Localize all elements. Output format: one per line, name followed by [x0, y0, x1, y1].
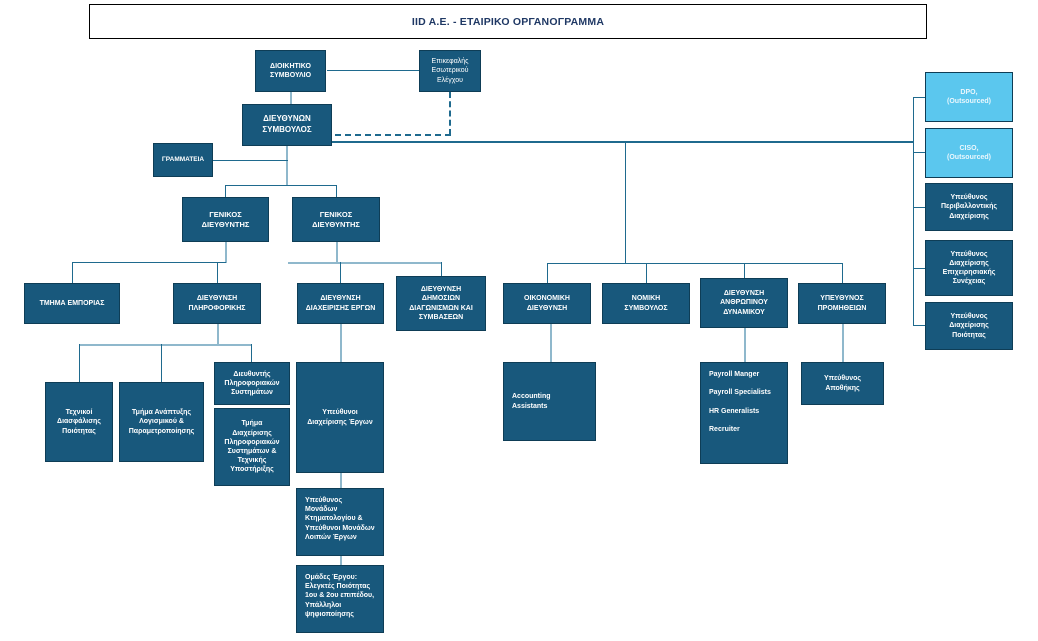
node-dpo-outsourced[interactable]: DPO, (Outsourced) — [925, 72, 1013, 122]
connector-right-group-drop — [625, 141, 626, 263]
connector-sales-drop — [72, 262, 73, 283]
page-title: IID A.E. - ΕΤΑΙΡΙΚΟ ΟΡΓΑΝΟΓΡΑΜΜΑ — [411, 15, 605, 28]
connector-itdir-stem — [217, 324, 219, 344]
node-secretariat[interactable]: ΓΡΑΜΜΑΤΕΙΑ — [153, 143, 213, 177]
node-public-tenders-directorate[interactable]: ΔΙΕΥΘΥΝΣΗ ΔΗΜΟΣΙΩΝ ΔΙΑΓΩΝΙΣΜΩΝ ΚΑΙ ΣΥΜΒΑ… — [396, 276, 486, 331]
connector-legal-drop — [646, 263, 647, 283]
node-project-management-directorate[interactable]: ΔΙΕΥΘΥΝΣΗ ΔΙΑΧΕΙΡΙΣΗΣ ΕΡΓΩΝ — [297, 283, 384, 324]
connector-sidebar-ciso — [913, 152, 925, 153]
connector-board-to-ceo — [290, 92, 292, 104]
node-project-teams[interactable]: Ομάδες Έργου: Ελεγκτές Ποιότητας 1ου & 2… — [296, 565, 384, 633]
node-general-director-2[interactable]: ΓΕΝΙΚΟΣ ΔΙΕΥΘΥΝΤΗΣ — [292, 197, 380, 242]
connector-projectdir-stem — [340, 324, 342, 362]
connector-sidebar-continuity — [913, 268, 925, 269]
node-qa-technicians[interactable]: Τεχνικοί Διασφάλισης Ποιότητας — [45, 382, 113, 462]
node-finance-directorate[interactable]: ΟΙΚΟΝΟΜΙΚΗ ΔΙΕΥΘΥΝΣΗ — [503, 283, 591, 324]
connector-ceo-right-bus — [325, 141, 914, 143]
node-board-of-directors[interactable]: ΔΙΟΙΚΗΤΙΚΟ ΣΥΜΒΟΥΛΙΟ — [255, 50, 326, 92]
connector-sidebar-quality — [913, 325, 925, 326]
chart-title-banner: IID A.E. - ΕΤΑΙΡΙΚΟ ΟΡΓΑΝΟΓΡΑΜΜΑ — [89, 4, 927, 39]
node-hr-directorate[interactable]: ΔΙΕΥΘΥΝΣΗ ΑΝΘΡΩΠΙΝΟΥ ΔΥΝΑΜΙΚΟΥ — [700, 278, 788, 328]
node-internal-audit-head[interactable]: Επικεφαλής Εσωτερικού Ελέγχου — [419, 50, 481, 92]
connector-qa-tech-drop — [79, 344, 80, 382]
node-general-director-1[interactable]: ΓΕΝΙΚΟΣ ΔΙΕΥΘΥΝΤΗΣ — [182, 197, 269, 242]
connector-software-dev-drop — [161, 344, 162, 382]
node-environmental-manager[interactable]: Υπεύθυνος Περιβαλλοντικής Διαχείρισης — [925, 183, 1013, 231]
connector-it-children-bus — [79, 344, 252, 346]
connector-projectdir-drop — [340, 262, 341, 283]
node-hr-staff[interactable]: Payroll Manger Payroll Specialists HR Ge… — [700, 362, 788, 464]
connector-finance-stem — [550, 324, 552, 362]
node-procurement-manager[interactable]: ΥΠΕΥΘΥΝΟΣ ΠΡΟΜΗΘΕΙΩΝ — [798, 283, 886, 324]
node-business-continuity-manager[interactable]: Υπεύθυνος Διαχείρισης Επιχειρησιακής Συν… — [925, 240, 1013, 296]
node-information-systems-director[interactable]: Διευθυντής Πληροφοριακών Συστημάτων — [214, 362, 290, 405]
node-legal-counsel[interactable]: ΝΟΜΙΚΗ ΣΥΜΒΟΥΛΟΣ — [602, 283, 690, 324]
connector-it-drop — [217, 262, 218, 283]
connector-gendir-2-drop — [336, 185, 337, 197]
connector-procurement-drop — [842, 263, 843, 283]
connector-gendir1-bus — [72, 262, 226, 263]
connector-pm-to-units — [340, 473, 342, 488]
connector-audit-dashed-vertical — [449, 92, 451, 135]
node-is-management-support[interactable]: Τμήμα Διαχείρισης Πληροφοριακών Συστημάτ… — [214, 408, 290, 486]
connector-ceo-stem — [286, 145, 288, 185]
node-sales-department[interactable]: ΤΜΗΜΑ ΕΜΠΟΡΙΑΣ — [24, 283, 120, 324]
connector-gendir1-stem — [225, 242, 227, 263]
node-unit-managers[interactable]: Υπεύθυνος Μονάδων Κτηματολογίου & Υπεύθυ… — [296, 488, 384, 556]
node-accounting-assistants[interactable]: Accounting Assistants — [503, 362, 596, 441]
node-it-directorate[interactable]: ΔΙΕΥΘΥΝΣΗ ΠΛΗΡΟΦΟΡΙΚΗΣ — [173, 283, 261, 324]
connector-gendir2-stem — [336, 242, 338, 263]
connector-procurement-stem — [842, 324, 844, 362]
connector-units-to-teams — [340, 556, 342, 565]
connector-tenders-drop — [441, 262, 442, 283]
node-project-managers[interactable]: Υπεύθυνοι Διαχείρισης Έργων — [296, 362, 384, 473]
connector-sidebar-bus — [913, 97, 914, 325]
connector-finance-drop — [547, 263, 548, 283]
connector-sidebar-dpo — [913, 97, 925, 98]
connector-gendir-bus — [225, 185, 337, 186]
connector-is-director-drop — [251, 344, 252, 362]
connector-gendir2-bus — [288, 262, 442, 264]
connector-right-group-bus — [547, 263, 843, 264]
node-software-development[interactable]: Τμήμα Ανάπτυξης Λογισμικού & Παραμετροπο… — [119, 382, 204, 462]
connector-gendir-1-drop — [225, 185, 226, 197]
connector-board-to-audit — [327, 70, 419, 71]
connector-secretariat — [212, 160, 288, 161]
node-ceo[interactable]: ΔΙΕΥΘΥΝΩΝ ΣΥΜΒΟΥΛΟΣ — [242, 104, 332, 146]
node-ciso-outsourced[interactable]: CISO, (Outsourced) — [925, 128, 1013, 178]
connector-hr-stem — [744, 324, 746, 362]
node-quality-manager[interactable]: Υπεύθυνος Διαχείρισης Ποιότητας — [925, 302, 1013, 350]
connector-ceo-to-audit-dashed — [325, 134, 451, 136]
connector-hr-drop — [744, 263, 745, 283]
node-warehouse-manager[interactable]: Υπεύθυνος Αποθήκης — [801, 362, 884, 405]
connector-sidebar-env — [913, 207, 925, 208]
